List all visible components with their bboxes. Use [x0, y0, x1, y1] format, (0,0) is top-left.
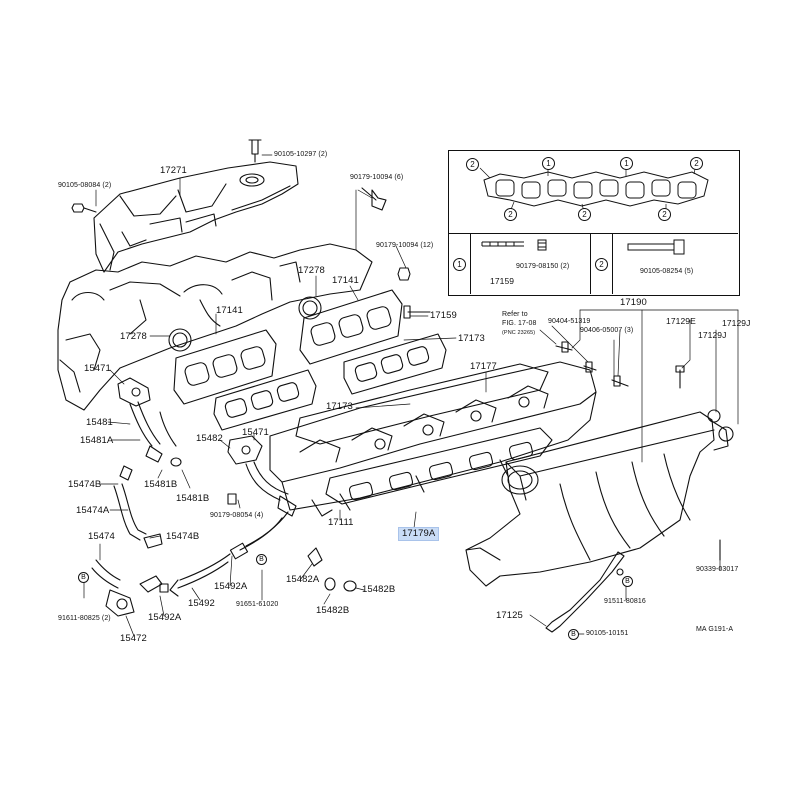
label-90105-10297: 90105-10297 (2)	[274, 151, 328, 158]
label-17190: 17190	[620, 297, 647, 308]
label-17177: 17177	[470, 361, 497, 372]
label-17141-a: 17141	[332, 275, 359, 286]
gaskets-17173	[213, 333, 447, 431]
inset-marker-2-e: 2	[658, 208, 671, 221]
inset-label-90179-08150: 90179-08150 (2)	[516, 263, 570, 270]
label-17111: 17111	[328, 517, 354, 528]
label-15492A-a: 15492A	[214, 581, 248, 592]
label-15482A: 15482A	[286, 574, 320, 585]
intake-manifold-drawing	[269, 361, 597, 517]
fittings-right	[307, 341, 721, 592]
label-15482B-a: 15482B	[362, 584, 396, 595]
inset-marker-2-legend: 2	[595, 258, 608, 271]
label-90339-03017: 90339-03017	[696, 566, 739, 573]
egr-pipe-drawing	[117, 377, 297, 597]
gaskets-17141	[173, 289, 403, 405]
inset-divider-mid2	[612, 233, 613, 294]
engine-block-drawing	[57, 243, 373, 411]
label-15471-b: 15471	[242, 427, 269, 438]
inset-divider-left	[470, 233, 471, 294]
label-90105-10151: 90105-10151	[586, 630, 629, 637]
inset-label-90105-08254: 90105-08254 (5)	[640, 268, 694, 275]
label-15474: 15474	[88, 531, 115, 542]
marker-b-3: B	[622, 576, 633, 587]
cam-cover-drawing	[93, 161, 299, 273]
inset-marker-2-d: 2	[578, 208, 591, 221]
label-15474B-b: 15474B	[166, 531, 200, 542]
label-15492: 15492	[188, 598, 215, 609]
label-91511-80816: 91511-80816	[604, 598, 646, 605]
stay-17125	[545, 551, 625, 633]
label-90404-51319: 90404-51319	[548, 318, 591, 325]
label-17278-a: 17278	[298, 265, 325, 276]
label-90179-08054: 90179-08054 (4)	[210, 512, 264, 519]
inset-marker-1-b: 1	[620, 157, 633, 170]
marker-b-2: B	[256, 554, 267, 565]
label-91651-61020: 91651-61020	[236, 601, 279, 608]
label-17278-b: 17278	[120, 331, 147, 342]
inset-label-17159: 17159	[490, 276, 515, 286]
label-17179A: 17179A	[398, 527, 440, 541]
label-15481A: 15481A	[80, 435, 114, 446]
label-17173-a: 17173	[458, 333, 485, 344]
label-15472: 15472	[120, 633, 147, 644]
label-15471-a: 15471	[84, 363, 111, 374]
leader-lines	[83, 154, 739, 637]
label-90179-10094-6: 90179-10094 (6)	[350, 174, 404, 181]
label-15482: 15482	[196, 433, 223, 444]
inset-marker-1-a: 1	[542, 157, 555, 170]
label-17125: 17125	[496, 610, 523, 621]
inset-marker-2-c: 2	[504, 208, 517, 221]
marker-b-4: B	[568, 629, 579, 640]
inset-marker-1-legend: 1	[453, 258, 466, 271]
diagram-code: MA G191-A	[696, 626, 734, 633]
studs-and-nuts	[361, 187, 431, 319]
gaskets-17278	[168, 296, 322, 352]
marker-b-1: B	[78, 572, 89, 583]
refer-note-line1: Refer to	[502, 311, 528, 318]
refer-note-line3: (PNC 23265)	[502, 330, 536, 336]
label-17129J-b: 17129J	[698, 330, 727, 340]
label-15482B-b: 15482B	[316, 605, 350, 616]
inset-box	[448, 150, 740, 296]
inset-divider-mid	[590, 233, 591, 294]
label-90179-10094-12: 90179-10094 (12)	[376, 242, 434, 249]
label-90105-08084: 90105-08084 (2)	[58, 182, 112, 189]
label-15474B-a: 15474B	[68, 479, 102, 490]
label-90406-05007: 90406-05007 (3)	[580, 327, 634, 334]
hoses-lower-left	[91, 465, 237, 617]
label-15481: 15481	[86, 417, 113, 428]
label-91611-80825: 91611-80825 (2)	[58, 615, 111, 622]
label-15474A: 15474A	[76, 505, 110, 516]
label-17129E: 17129E	[666, 316, 696, 326]
label-15481B-b: 15481B	[176, 493, 210, 504]
inset-marker-2-b: 2	[690, 157, 703, 170]
label-17159: 17159	[430, 310, 457, 321]
inset-marker-2-a: 2	[466, 158, 479, 171]
inset-divider-horizontal	[448, 233, 738, 234]
inset-drawing	[479, 163, 709, 255]
refer-note-line2: FIG. 17-08	[502, 320, 537, 327]
bolts-upper-left	[71, 139, 262, 213]
label-17141-b: 17141	[216, 305, 243, 316]
label-15492A-b: 15492A	[148, 612, 182, 623]
label-17129J-a: 17129J	[722, 318, 751, 328]
label-15481B-a: 15481B	[144, 479, 178, 490]
label-17173-b: 17173	[326, 401, 353, 412]
intake-plenum-drawing	[465, 409, 734, 587]
label-17271: 17271	[160, 165, 187, 176]
